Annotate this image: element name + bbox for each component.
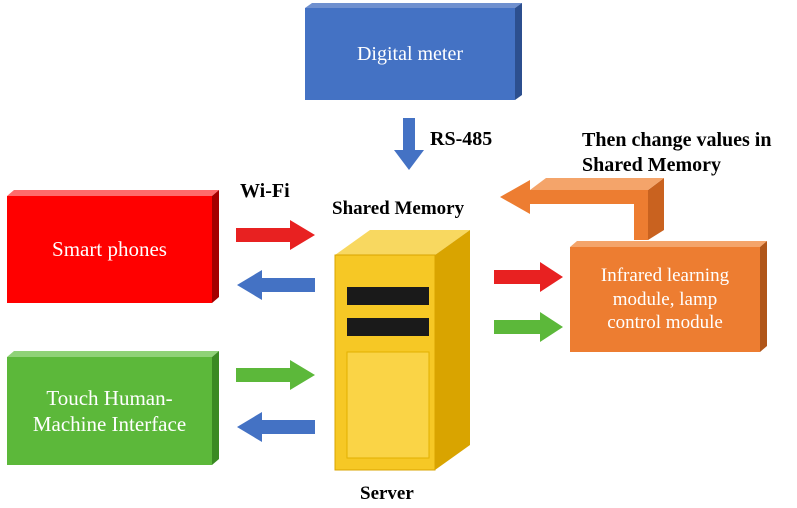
infrared-module-box: Infrared learning module, lamp control m… <box>570 247 760 352</box>
smart-phones-box-top <box>7 190 219 196</box>
digital-meter-box: Digital meter <box>305 8 515 100</box>
server-label: Server <box>360 483 414 504</box>
smart-phones-box: Smart phones <box>7 196 212 303</box>
infrared-box-top <box>570 241 767 247</box>
smart-phones-label: Smart phones <box>52 237 167 261</box>
infrared-module-label: Infrared learning module, lamp control m… <box>600 264 730 334</box>
touch-hmi-box-side <box>212 351 219 465</box>
touch-hmi-box-top <box>7 351 219 357</box>
feedback-arrow <box>500 180 648 240</box>
server-panel <box>346 351 430 459</box>
touch-hmi-label: Touch Human- Machine Interface <box>32 385 187 436</box>
shared-memory-label: Shared Memory <box>332 198 465 219</box>
phone-to-server-arrow <box>236 220 315 250</box>
server-side <box>435 230 470 470</box>
server-top <box>335 230 470 255</box>
infrared-box-side <box>760 241 767 352</box>
digital-meter-label: Digital meter <box>356 42 464 65</box>
rs485-arrow <box>394 118 424 170</box>
digital-meter-box-top <box>305 3 522 8</box>
server-drive-bay-1 <box>347 287 429 305</box>
rs485-label: RS-485 <box>430 128 493 150</box>
digital-meter-box-side <box>515 3 522 100</box>
change-values-label: Then change values in Shared Memory <box>582 129 772 176</box>
touch-hmi-box-face <box>7 357 212 465</box>
wifi-label: Wi-Fi <box>240 180 290 202</box>
server-to-phone-arrow <box>237 270 315 300</box>
server-drive-bay-2 <box>347 318 429 336</box>
infrared-box-face <box>570 247 760 352</box>
hmi-to-server-arrow <box>236 360 315 390</box>
server-to-infrared-green-arrow <box>494 312 563 342</box>
server-to-hmi-arrow <box>237 412 315 442</box>
touch-hmi-box: Touch Human- Machine Interface <box>7 357 212 465</box>
feedback-arrow-top <box>530 178 664 190</box>
feedback-arrow-side <box>648 178 664 240</box>
smart-phones-box-face <box>7 196 212 303</box>
smart-phones-box-side <box>212 190 219 303</box>
digital-meter-box-face <box>305 8 515 100</box>
server-to-infrared-red-arrow <box>494 262 563 292</box>
